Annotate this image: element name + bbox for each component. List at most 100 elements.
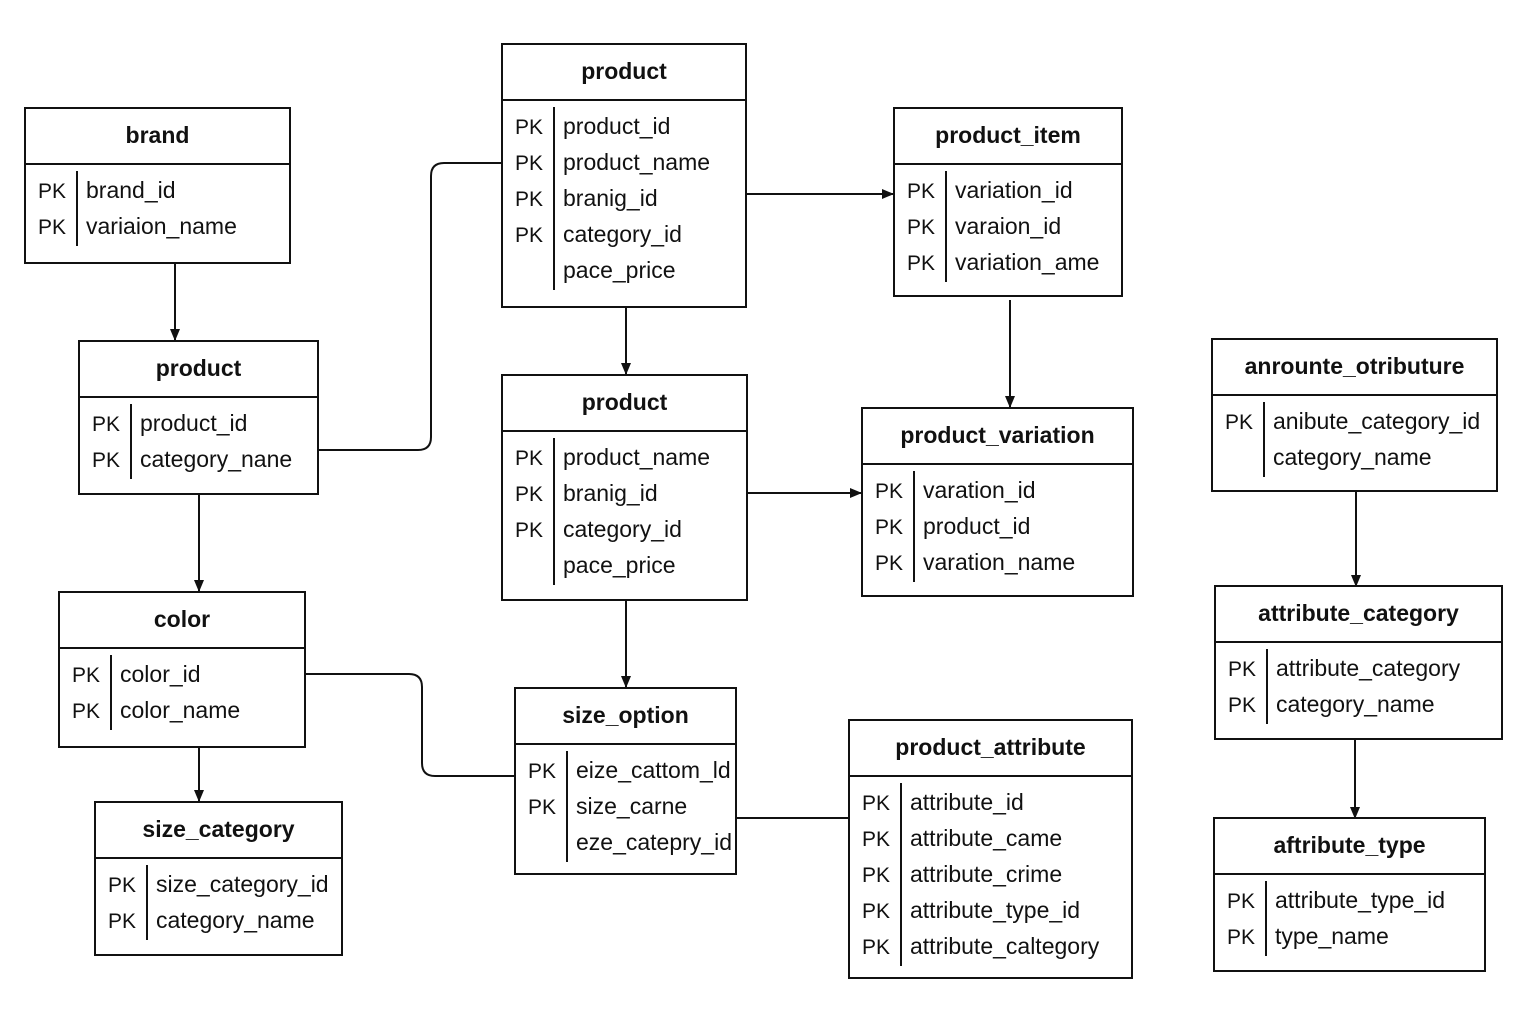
field-key: PK <box>528 796 557 819</box>
field-name: pace_price <box>563 257 676 283</box>
field-key: PK <box>862 900 891 923</box>
entity-title: color <box>60 593 304 649</box>
field-name: category_nane <box>140 446 293 472</box>
field-name: variaion_name <box>86 213 237 239</box>
entity-title: size_option <box>516 689 735 745</box>
field-row: category_name <box>1213 439 1496 475</box>
key-column-divider <box>146 865 148 940</box>
entity-title: brand <box>26 109 289 165</box>
field-name: pace_price <box>563 552 676 578</box>
field-name: branig_id <box>563 480 658 506</box>
field-row: PK product_id <box>80 405 317 441</box>
field-name: product_id <box>563 113 671 139</box>
field-key: PK <box>515 519 544 542</box>
field-name: attribute_came <box>910 825 1063 851</box>
field-key: PK <box>862 864 891 887</box>
field-key: PK <box>92 413 121 436</box>
field-row: PK product_id <box>863 508 1132 544</box>
field-name: brand_id <box>86 177 176 203</box>
field-row: PK category_nane <box>80 441 317 477</box>
connector-product-to-product-top <box>318 162 502 451</box>
field-key: PK <box>38 216 67 239</box>
key-column-divider <box>1266 649 1268 724</box>
field-name: varaion_id <box>955 213 1062 239</box>
field-key: PK <box>92 449 121 472</box>
field-name: color_id <box>120 661 201 687</box>
entity-title: product <box>80 342 317 398</box>
field-row: pace_price <box>503 547 746 583</box>
entity-title: size_category <box>96 803 341 859</box>
field-key: PK <box>907 216 936 239</box>
field-key: PK <box>862 936 891 959</box>
field-name: branig_id <box>563 185 658 211</box>
field-name: size_carne <box>576 793 688 819</box>
key-column-divider <box>130 404 132 479</box>
entity-title: product <box>503 376 746 432</box>
field-row: PK branig_id <box>503 475 746 511</box>
field-name: color_name <box>120 697 241 723</box>
key-column-divider <box>110 655 112 730</box>
field-row: PK size_category_id <box>96 866 341 902</box>
field-key: PK <box>515 483 544 506</box>
field-key: PK <box>108 910 137 933</box>
field-name: category_name <box>156 907 315 933</box>
field-name: attribute_crime <box>910 861 1063 887</box>
connector-color-to-size-option <box>305 673 515 777</box>
field-key: PK <box>108 874 137 897</box>
key-column-divider <box>76 171 78 246</box>
field-name: attribute_type_id <box>1275 887 1446 913</box>
field-key: PK <box>515 447 544 470</box>
field-row: pace_price <box>503 252 745 288</box>
field-key: PK <box>515 188 544 211</box>
key-column-divider <box>566 751 568 862</box>
field-name: product_id <box>923 513 1031 539</box>
field-key: PK <box>515 152 544 175</box>
field-key: PK <box>862 828 891 851</box>
field-key: PK <box>875 516 904 539</box>
field-name: product_id <box>140 410 248 436</box>
field-name: varation_id <box>923 477 1036 503</box>
entity-title: anrounte_otributure <box>1213 340 1496 396</box>
field-row: PK attribute_came <box>850 820 1131 856</box>
field-key: PK <box>907 252 936 275</box>
field-name: category_name <box>1273 444 1432 470</box>
field-row: PK size_carne <box>516 788 735 824</box>
field-name: category_name <box>1276 691 1435 717</box>
key-column-divider <box>553 438 555 585</box>
field-key: PK <box>875 480 904 503</box>
field-row: PK varaion_id <box>895 208 1121 244</box>
field-name: size_category_id <box>156 871 329 897</box>
